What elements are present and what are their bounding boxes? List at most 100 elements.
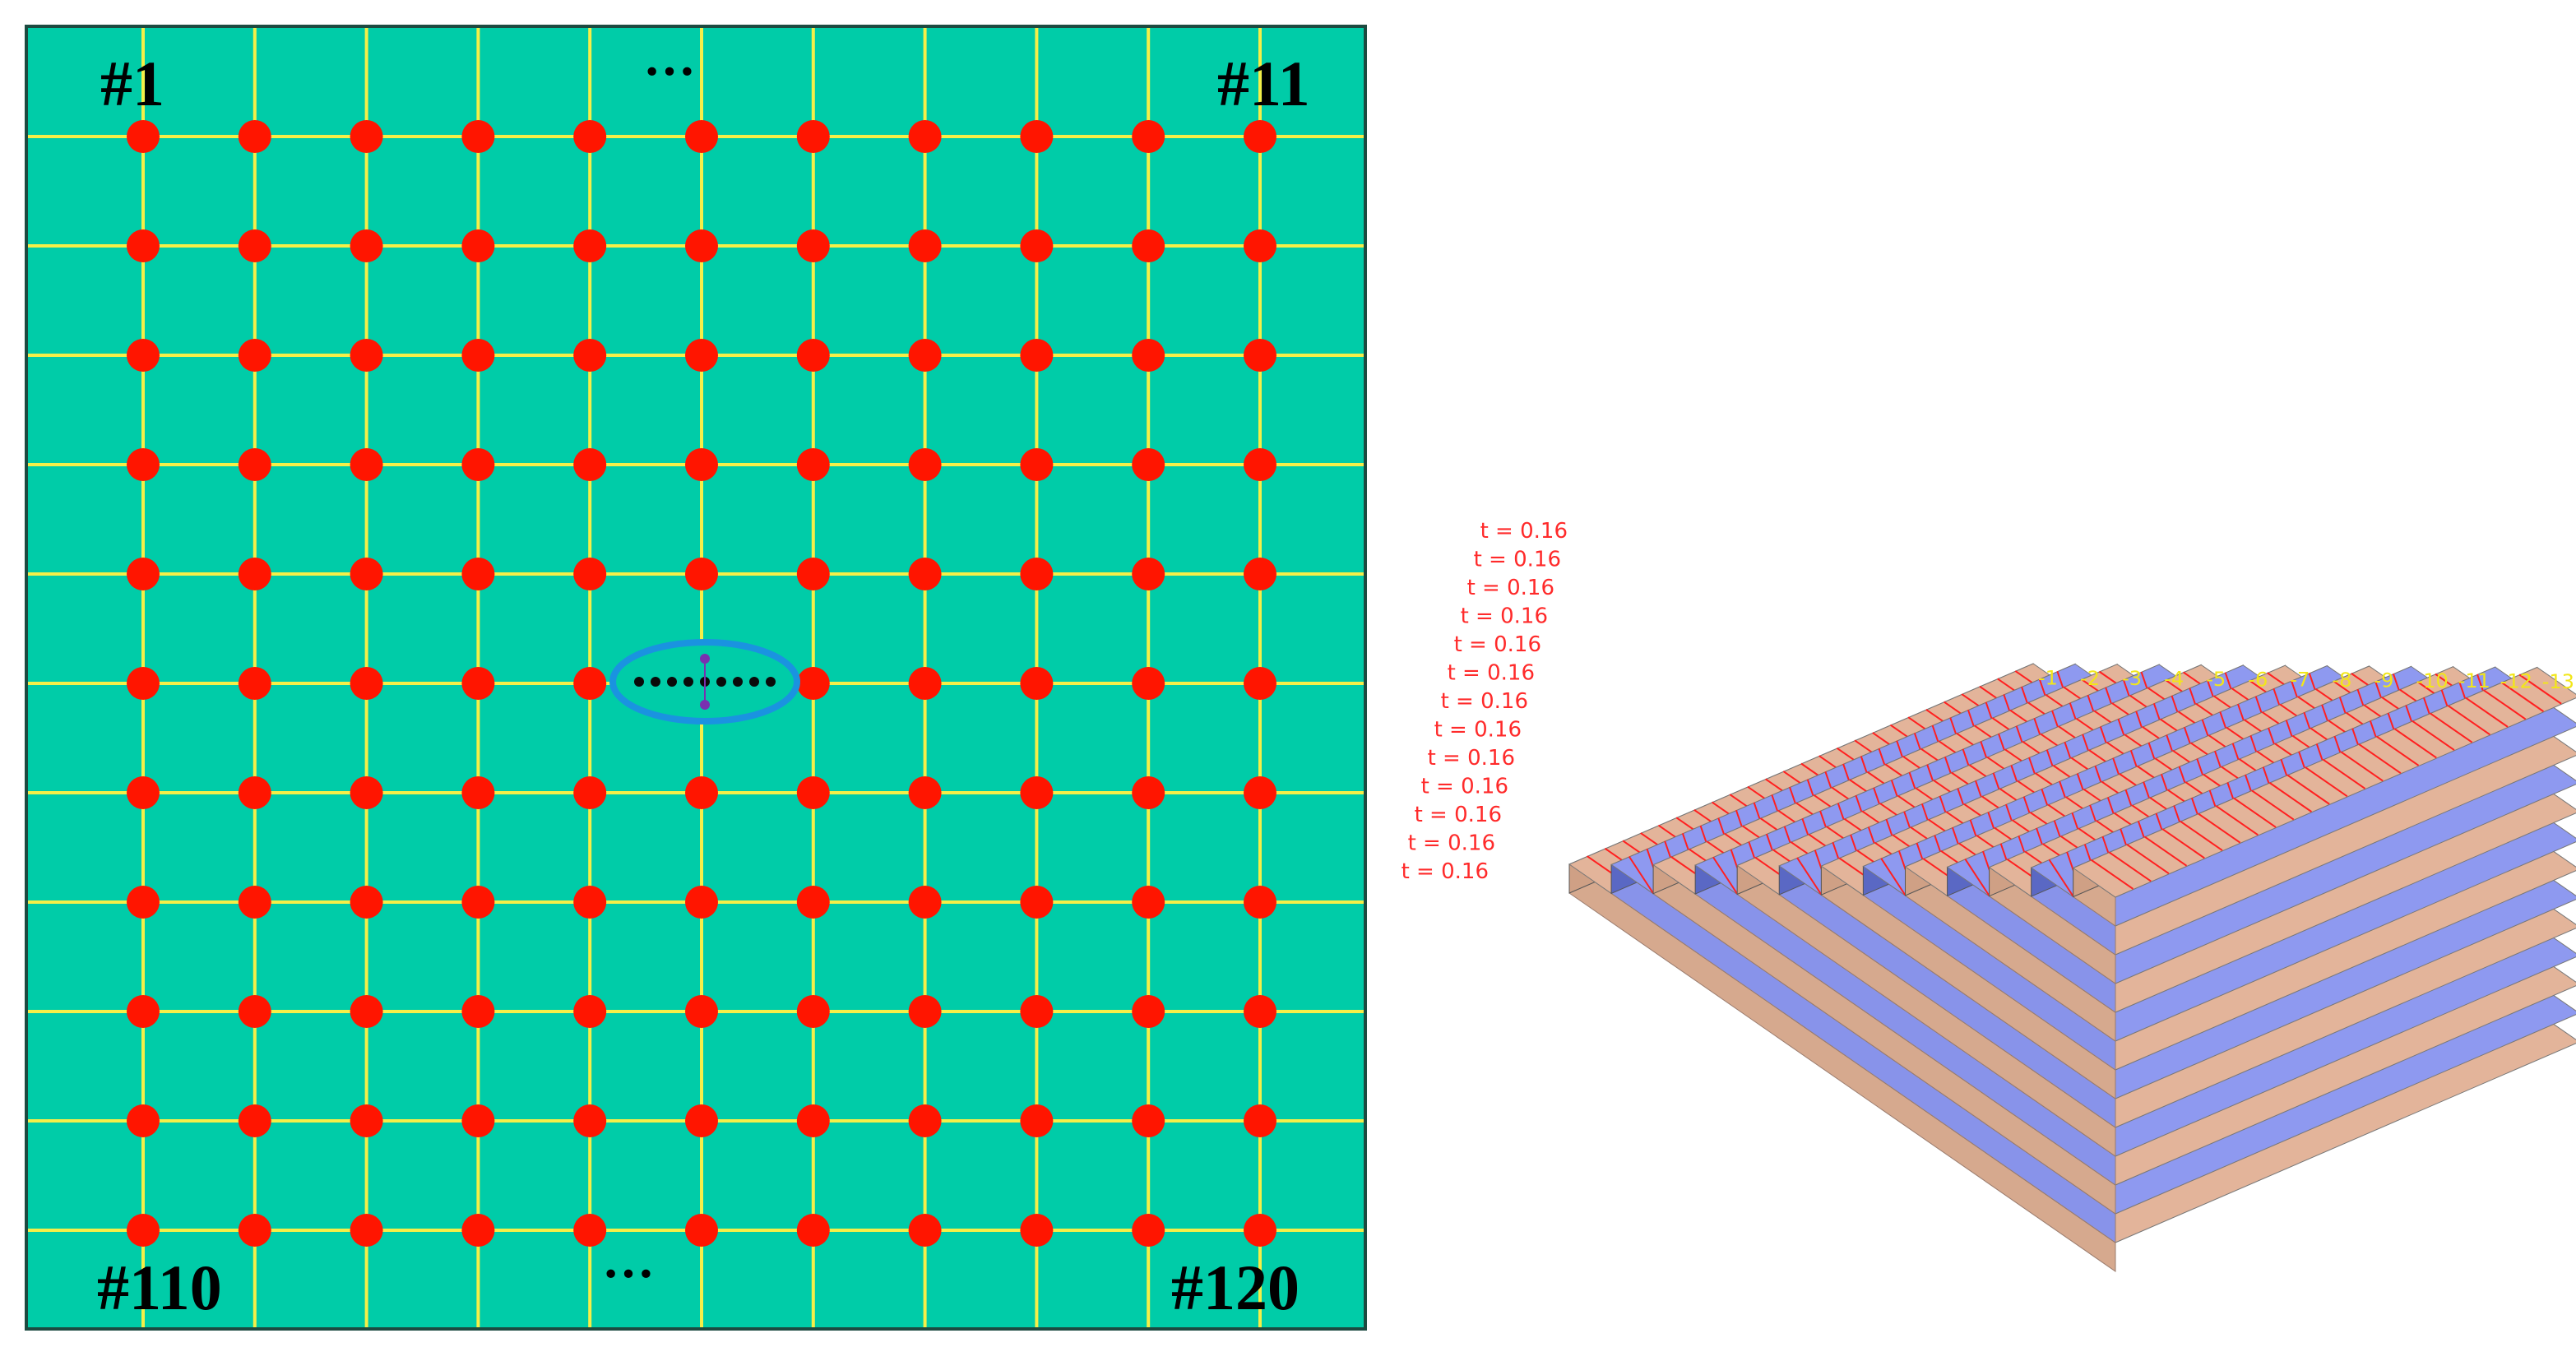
measurement-point — [1132, 448, 1165, 481]
ellipse-inner-point — [716, 677, 726, 687]
measurement-point — [796, 995, 830, 1028]
ply-number-label: -2 — [2080, 667, 2100, 690]
ellipse-inner-point — [651, 677, 660, 687]
measurement-point — [1132, 120, 1165, 153]
measurement-point — [1244, 776, 1276, 809]
measurement-point — [238, 448, 271, 481]
measurement-point — [350, 1214, 383, 1247]
measurement-point — [350, 667, 383, 700]
fiber-line — [2358, 743, 2402, 775]
fiber-line — [2322, 758, 2366, 789]
measurement-point — [350, 995, 383, 1028]
measurement-point — [1020, 667, 1054, 700]
fiber-line — [2215, 805, 2259, 836]
fiber-line — [1880, 858, 1907, 896]
measurement-point — [573, 1214, 607, 1247]
measurement-point — [127, 1104, 160, 1137]
measurement-point — [573, 667, 607, 700]
measurement-point — [908, 667, 942, 700]
ply-number-label: -5 — [2206, 668, 2226, 691]
fiber-line — [2500, 681, 2544, 712]
thickness-label: t = 0.16 — [1421, 775, 1508, 799]
measurement-point — [796, 886, 830, 919]
measurement-point — [350, 448, 383, 481]
measurement-point — [1132, 995, 1165, 1028]
ply-number-label: -1 — [2038, 667, 2058, 690]
fiber-line — [2375, 735, 2420, 766]
measurement-point — [908, 448, 942, 481]
fiber-line — [2465, 697, 2509, 728]
measurement-point — [796, 1104, 830, 1137]
grid-panel: #1 #11 #110 #120 ··· ··· — [25, 25, 1367, 1331]
measurement-point — [796, 339, 830, 372]
thickness-label: t = 0.16 — [1415, 803, 1502, 827]
measurement-point — [238, 120, 271, 153]
thickness-label: t = 0.16 — [1441, 689, 1528, 714]
ellipse-inner-point — [667, 677, 677, 687]
ellipse-inner-point — [683, 677, 693, 687]
measurement-point — [685, 120, 718, 153]
fiber-line — [2305, 766, 2348, 798]
ellipse-inner-point — [634, 677, 644, 687]
measurement-point — [238, 1214, 271, 1247]
measurement-point — [685, 1104, 718, 1137]
thickness-label: t = 0.16 — [1402, 859, 1489, 884]
measurement-point — [573, 776, 607, 809]
thickness-label: t = 0.16 — [1448, 661, 1535, 686]
measurement-point — [685, 558, 718, 590]
fiber-line — [2340, 751, 2384, 782]
measurement-point — [461, 229, 495, 262]
measurement-point — [127, 558, 160, 590]
ellipsis-top: ··· — [643, 42, 696, 100]
measurement-point — [1244, 448, 1276, 481]
thickness-label: t = 0.16 — [1474, 548, 1561, 572]
measurement-point — [796, 120, 830, 153]
fiber-line — [2233, 797, 2277, 828]
grid-points — [127, 120, 1276, 1247]
ply-number-label: -6 — [2248, 668, 2268, 691]
measurement-point — [461, 558, 495, 590]
measurement-point — [1020, 448, 1054, 481]
thickness-label: t = 0.16 — [1428, 746, 1515, 771]
measurement-point — [238, 1104, 271, 1137]
measurement-point — [1244, 886, 1276, 919]
measurement-point — [238, 229, 271, 262]
measurement-point — [461, 1214, 495, 1247]
measurement-point — [908, 339, 942, 372]
ply-layer — [2072, 666, 2576, 927]
ply-number-label: -11 — [2458, 669, 2490, 692]
measurement-point — [573, 448, 607, 481]
thickness-label: t = 0.16 — [1461, 604, 1548, 629]
measurement-point — [1020, 339, 1054, 372]
measurement-point — [238, 995, 271, 1028]
ellipse-inner-point — [733, 677, 743, 687]
measurement-point — [127, 886, 160, 919]
measurement-point — [685, 229, 718, 262]
measurement-point — [685, 995, 718, 1028]
measurement-point — [796, 667, 830, 700]
measurement-point — [238, 558, 271, 590]
measurement-point — [573, 995, 607, 1028]
thickness-label: t = 0.16 — [1480, 519, 1568, 544]
measurement-point — [1244, 120, 1276, 153]
measurement-point — [1020, 1104, 1054, 1137]
fiber-line — [2126, 844, 2170, 875]
thickness-label: t = 0.16 — [1434, 718, 1522, 743]
measurement-point — [908, 886, 942, 919]
measurement-point — [238, 886, 271, 919]
measurement-point — [796, 776, 830, 809]
measurement-point — [127, 229, 160, 262]
measurement-point — [573, 120, 607, 153]
measurement-point — [1244, 667, 1276, 700]
ply-number-label: -9 — [2374, 669, 2393, 692]
fiber-line — [2518, 674, 2562, 705]
fiber-line — [2483, 689, 2527, 720]
thickness-label: t = 0.16 — [1467, 576, 1554, 600]
corner-label-top-left: #1 — [100, 48, 164, 119]
ply-top-face — [2072, 666, 2576, 898]
defect-ellipse — [609, 639, 800, 724]
measurement-point — [127, 120, 160, 153]
measurement-point — [350, 558, 383, 590]
corner-label-bottom-left: #110 — [97, 1252, 222, 1323]
